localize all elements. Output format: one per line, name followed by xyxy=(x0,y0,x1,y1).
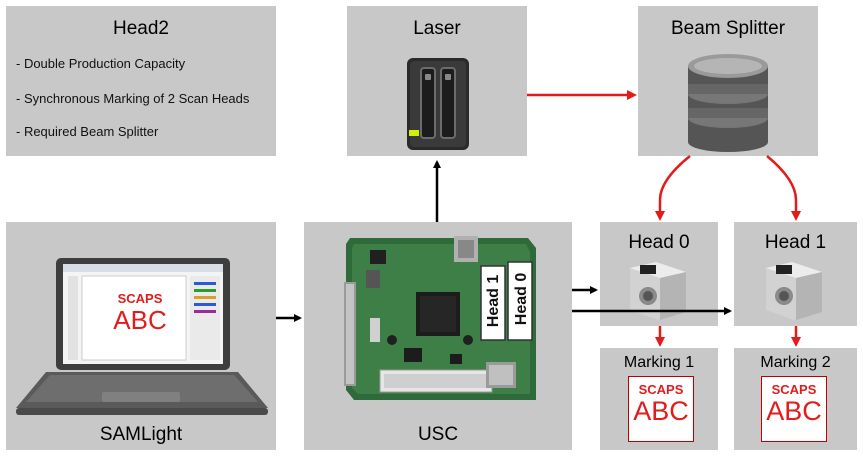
laser-panel: Laser xyxy=(347,6,527,156)
samlight-title: SAMLight xyxy=(99,424,183,445)
bullet-synchronous-marking: - Synchronous Marking of 2 Scan Heads xyxy=(16,91,250,106)
laser-title: Laser xyxy=(413,18,461,39)
samlight-panel: SCAPS ABC SAMLight xyxy=(6,222,276,450)
screen-text-scaps: SCAPS xyxy=(117,291,163,306)
head2-title: Head2 xyxy=(113,18,169,39)
scan-head-icon xyxy=(630,262,686,320)
usc-board-icon xyxy=(344,236,536,400)
marking-2-sample: SCAPS ABC xyxy=(761,376,827,442)
head-0-panel: Head 0 xyxy=(600,222,718,326)
usc-title: USC xyxy=(417,424,459,445)
marking-2-text-abc: ABC xyxy=(766,396,822,426)
connector-label-head-0: Head 0 xyxy=(513,272,530,326)
marking-1-title: Marking 1 xyxy=(623,354,695,371)
laptop-icon xyxy=(16,258,268,415)
head2-info-panel: Head2 - Double Production Capacity - Syn… xyxy=(6,6,276,156)
beam-splitter-panel: Beam Splitter xyxy=(638,6,818,156)
arrow-beam-splitter-to-head-1 xyxy=(766,155,801,221)
marking-1-text-abc: ABC xyxy=(633,396,689,426)
marking-2-title: Marking 2 xyxy=(760,354,831,371)
marking-1-text-scaps: SCAPS xyxy=(638,382,684,397)
marking-1-panel: Marking 1 SCAPS ABC xyxy=(600,348,718,450)
database-icon xyxy=(688,54,768,152)
head-1-panel: Head 1 xyxy=(734,222,857,326)
laser-device-icon xyxy=(407,58,469,150)
arrow-beam-splitter-to-head-0 xyxy=(655,155,691,221)
marking-2-panel: Marking 2 SCAPS ABC xyxy=(734,348,857,450)
bullet-double-capacity: - Double Production Capacity xyxy=(16,56,186,71)
marking-1-sample: SCAPS ABC xyxy=(628,376,694,442)
beam-splitter-title: Beam Splitter xyxy=(670,18,786,39)
bullet-beam-splitter: - Required Beam Splitter xyxy=(16,124,159,139)
head-0-title: Head 0 xyxy=(628,232,690,253)
scan-head-icon xyxy=(766,262,822,320)
usc-panel: Head 1 Head 0 USC xyxy=(304,222,572,450)
marking-2-text-scaps: SCAPS xyxy=(771,382,817,397)
connector-label-head-1: Head 1 xyxy=(485,274,502,328)
screen-text-abc: ABC xyxy=(113,305,167,335)
head-1-title: Head 1 xyxy=(764,232,827,253)
